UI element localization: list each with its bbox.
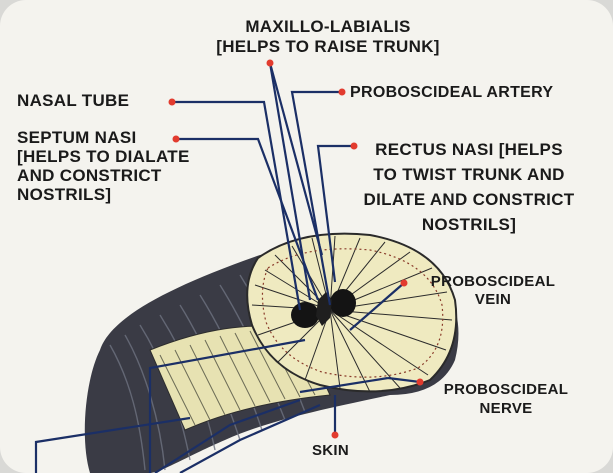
label-septum-nasi: SEPTUM NASI [HELPS TO DIALATE AND CONSTR… bbox=[17, 128, 190, 204]
label-proboscideal-nerve: PROBOSCIDEAL NERVE bbox=[420, 380, 592, 418]
label-maxillo-line1: MAXILLO-LABIALIS bbox=[178, 17, 478, 37]
label-nasal-tube-text: NASAL TUBE bbox=[17, 91, 129, 111]
artery-dot bbox=[339, 89, 346, 96]
maxillo-dot bbox=[267, 60, 274, 67]
skin-dot bbox=[332, 432, 339, 439]
label-septum-line4: NOSTRILS] bbox=[17, 185, 190, 204]
label-maxillo-line2: [HELPS TO RAISE TRUNK] bbox=[178, 37, 478, 57]
label-proboscideal-artery: PROBOSCIDEAL ARTERY bbox=[350, 83, 553, 103]
label-septum-line2: [HELPS TO DIALATE bbox=[17, 147, 190, 166]
label-nasal-tube: NASAL TUBE bbox=[17, 91, 129, 111]
label-vein-line1: PROBOSCIDEAL bbox=[408, 273, 578, 291]
label-nerve-line2: NERVE bbox=[420, 399, 592, 418]
label-artery-text: PROBOSCIDEAL ARTERY bbox=[350, 83, 553, 103]
label-rectus-line1: RECTUS NASI [HELPS bbox=[330, 137, 608, 162]
label-rectus-nasi: RECTUS NASI [HELPS TO TWIST TRUNK AND DI… bbox=[330, 137, 608, 237]
left-nostril bbox=[291, 302, 319, 328]
label-maxillo-labialis: MAXILLO-LABIALIS [HELPS TO RAISE TRUNK] bbox=[178, 17, 478, 57]
label-skin: SKIN bbox=[312, 441, 349, 461]
label-septum-line1: SEPTUM NASI bbox=[17, 128, 190, 147]
label-rectus-line4: NOSTRILS] bbox=[330, 212, 608, 237]
right-nostril bbox=[330, 289, 356, 317]
label-skin-text: SKIN bbox=[312, 441, 349, 461]
nasal-tube-dot bbox=[169, 99, 176, 106]
label-rectus-line3: DILATE AND CONSTRICT bbox=[330, 187, 608, 212]
label-vein-line2: VEIN bbox=[408, 291, 578, 309]
label-proboscideal-vein: PROBOSCIDEAL VEIN bbox=[408, 273, 578, 309]
label-nerve-line1: PROBOSCIDEAL bbox=[420, 380, 592, 399]
label-septum-line3: AND CONSTRICT bbox=[17, 166, 190, 185]
vein-dot bbox=[401, 280, 408, 287]
label-rectus-line2: TO TWIST TRUNK AND bbox=[330, 162, 608, 187]
